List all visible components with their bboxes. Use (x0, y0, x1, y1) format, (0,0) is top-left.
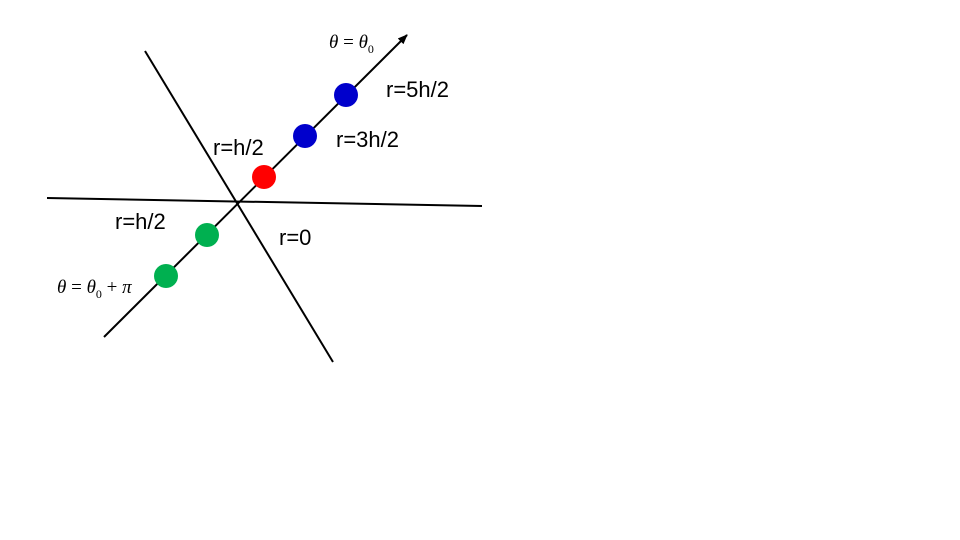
label-r-h-2-green: r=h/2 (115, 209, 166, 234)
point-r-h-2-green (195, 223, 219, 247)
horizontal-line (46, 197, 483, 207)
direction-ray (103, 34, 408, 338)
label-origin: r=0 (279, 225, 311, 250)
label-r-h-2-red: r=h/2 (213, 135, 264, 160)
theta0-symbol: θ (359, 32, 368, 53)
point-green-lower (154, 264, 178, 288)
label-r-3h-2: r=3h/2 (336, 127, 399, 152)
point-r-h-2-red (252, 165, 276, 189)
point-r-3h-2 (293, 124, 317, 148)
plus-sign: + (102, 277, 122, 298)
theta0-symbol: θ (87, 277, 96, 298)
point-r-5h-2 (334, 83, 358, 107)
label-r-5h-2: r=5h/2 (386, 77, 449, 102)
label-direction-top: θ = θ0 (329, 32, 374, 56)
theta-symbol: θ (329, 32, 338, 53)
pi-symbol: π (122, 277, 132, 298)
subscript-zero: 0 (368, 42, 374, 56)
equals-sign: = (66, 277, 86, 298)
perpendicular-line (144, 50, 334, 363)
subscript-zero: 0 (96, 287, 102, 301)
label-direction-bottom: θ = θ0 + π (57, 277, 132, 301)
theta-symbol: θ (57, 277, 66, 298)
equals-sign: = (338, 32, 358, 53)
